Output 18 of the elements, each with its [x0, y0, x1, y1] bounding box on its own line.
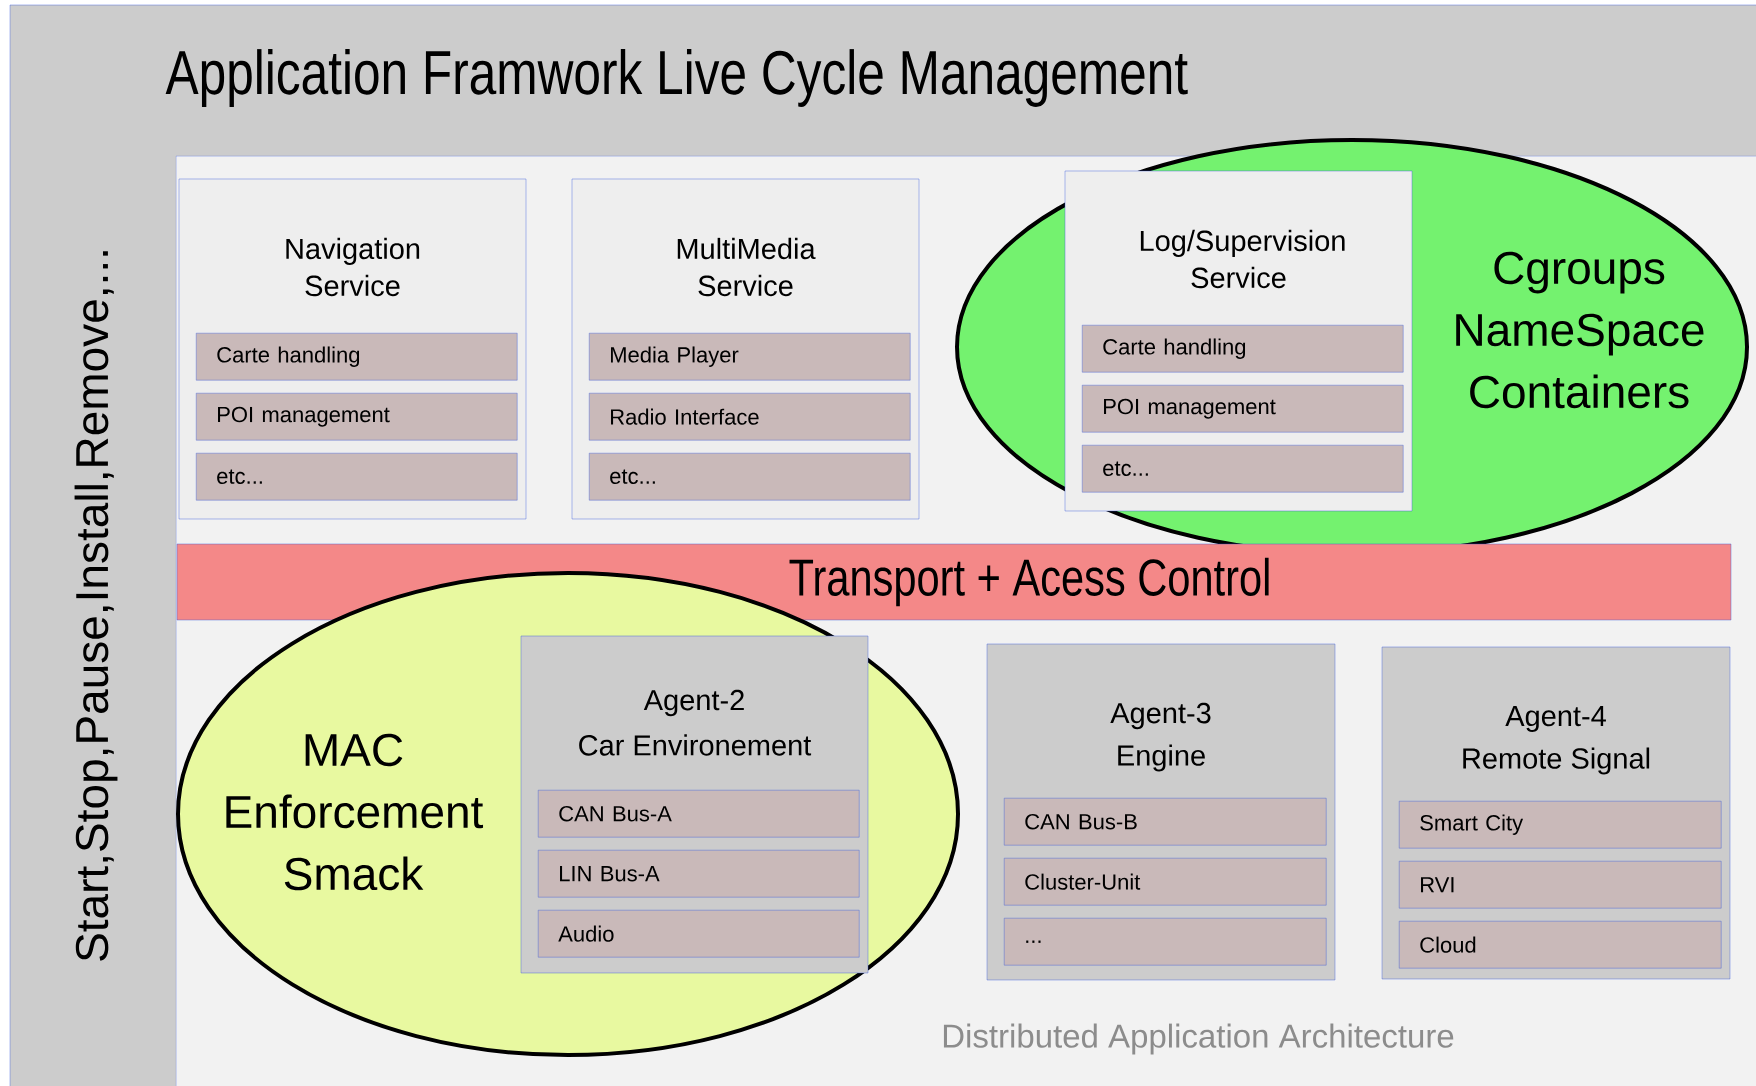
item-box: CAN Bus-A — [538, 790, 860, 838]
item-box: LIN Bus-A — [538, 850, 860, 898]
item-box: Cloud — [1399, 921, 1722, 969]
item-box: Carte handling — [196, 333, 518, 381]
item-box: ... — [1004, 918, 1327, 966]
item-box: etc... — [196, 453, 518, 501]
item-box: Audio — [538, 910, 860, 958]
item-box: etc... — [1082, 445, 1404, 493]
item-box: POI management — [196, 393, 518, 441]
item-box: Radio Interface — [589, 393, 911, 441]
item-box: Carte handling — [1082, 325, 1404, 373]
item-box: Cluster-Unit — [1004, 858, 1327, 906]
item-box: Media Player — [589, 333, 911, 381]
item-box: etc... — [589, 453, 911, 501]
item-box: Smart City — [1399, 801, 1722, 849]
item-box: RVI — [1399, 861, 1722, 909]
item-box: CAN Bus-B — [1004, 798, 1327, 846]
item-box: POI management — [1082, 385, 1404, 433]
